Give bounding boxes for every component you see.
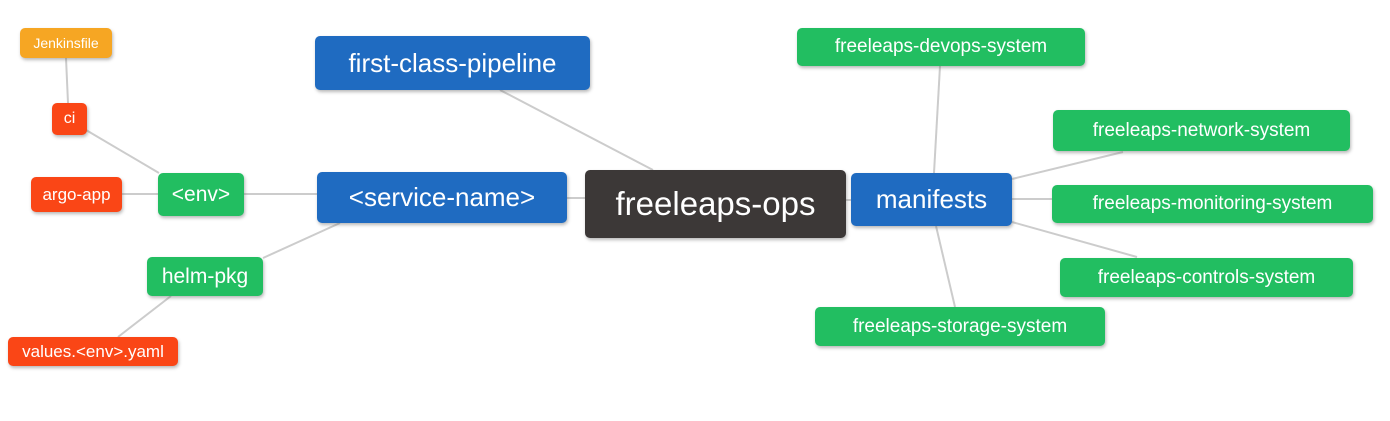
edge-ci-env [85,129,160,174]
node-env[interactable]: <env> [158,173,244,216]
node-service-name[interactable]: <service-name> [317,172,567,223]
node-helm-pkg[interactable]: helm-pkg [147,257,263,296]
node-jenkinsfile[interactable]: Jenkinsfile [20,28,112,58]
edge-manifests-devops [933,65,941,174]
edge-pipeline-freeleapsops [499,89,654,171]
node-argo-app[interactable]: argo-app [31,177,122,212]
node-ci[interactable]: ci [52,103,87,135]
node-first-class-pipeline[interactable]: first-class-pipeline [315,36,590,90]
node-manifests[interactable]: manifests [851,173,1012,226]
edge-manifests-storage [935,225,956,308]
node-storage-system[interactable]: freeleaps-storage-system [815,307,1105,346]
edge-jenkinsfile-ci [65,57,69,104]
node-freeleaps-ops[interactable]: freeleaps-ops [585,170,846,238]
edge-helmpkg-values [117,295,172,338]
edge-servicename-helmpkg [262,222,341,259]
node-devops-system[interactable]: freeleaps-devops-system [797,28,1085,66]
node-controls-system[interactable]: freeleaps-controls-system [1060,258,1353,297]
node-values-env-yaml[interactable]: values.<env>.yaml [8,337,178,366]
edge-manifests-controls [1011,221,1138,258]
node-network-system[interactable]: freeleaps-network-system [1053,110,1350,151]
edge-manifests-network [1011,151,1124,180]
node-monitoring-system[interactable]: freeleaps-monitoring-system [1052,185,1373,223]
